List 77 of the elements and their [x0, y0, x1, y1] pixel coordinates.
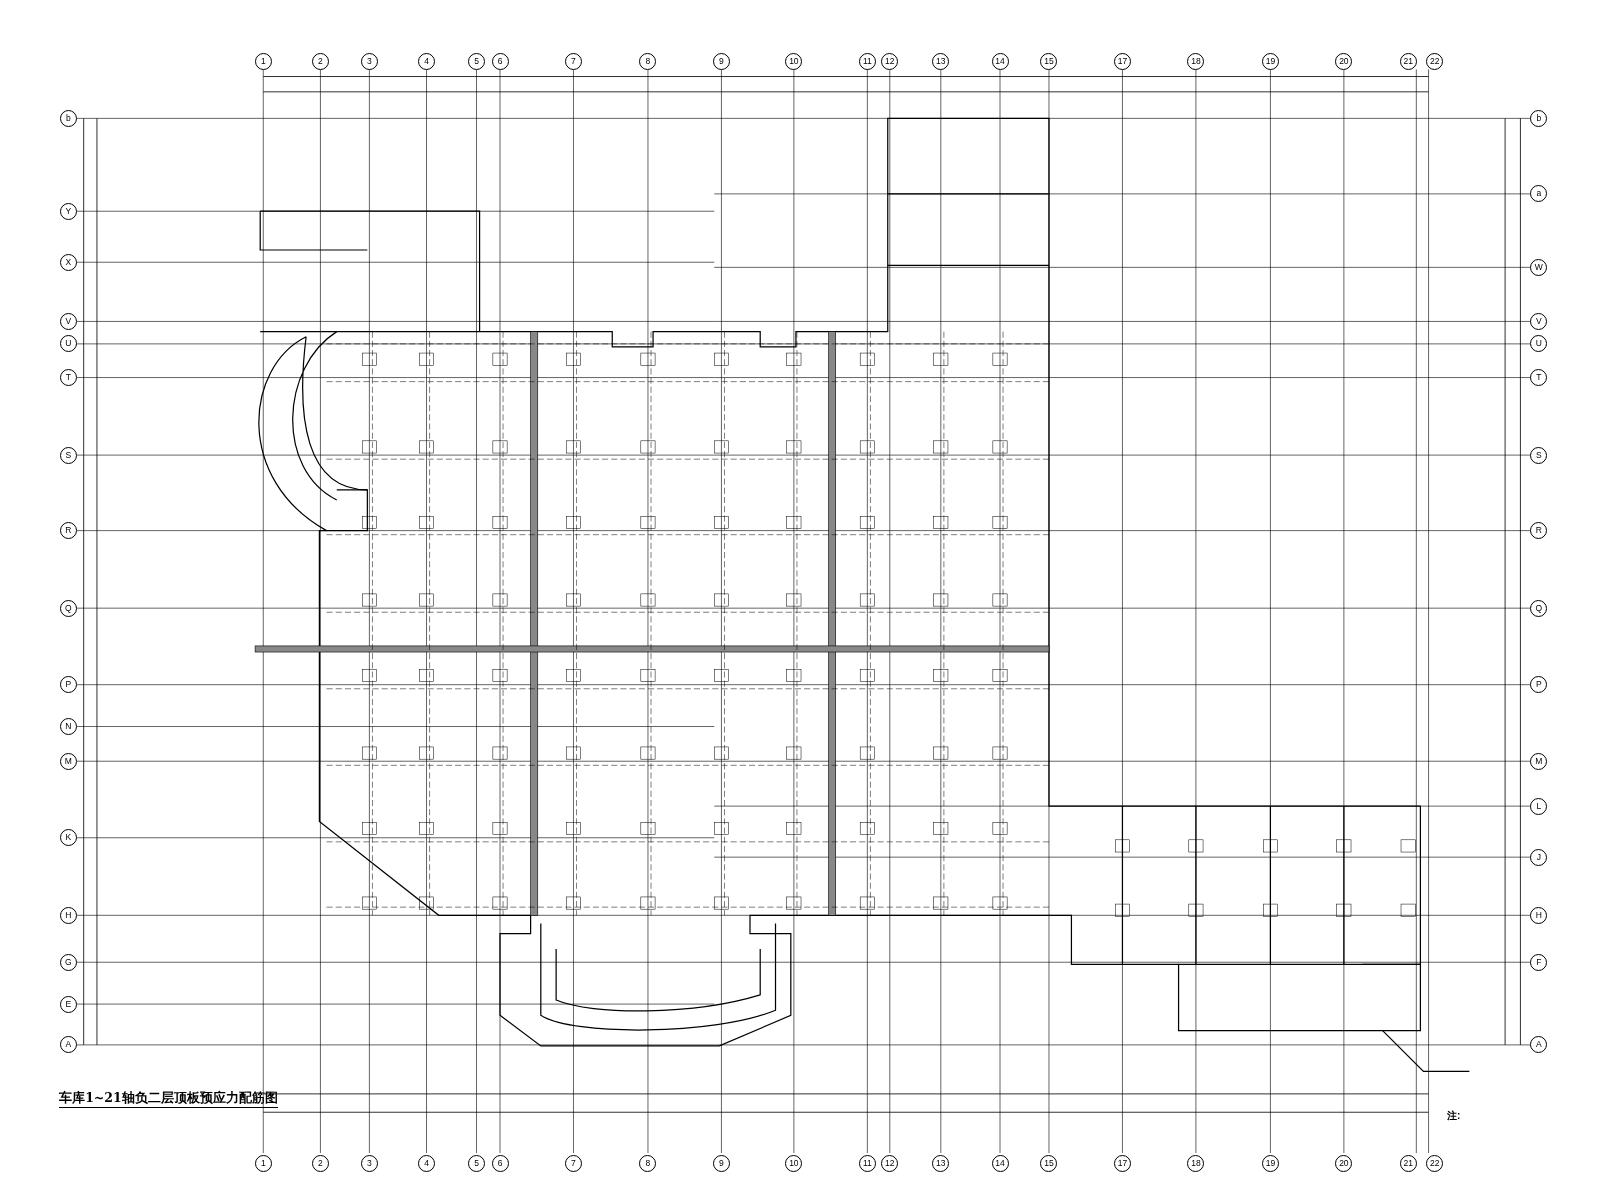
axis-label: 9 — [712, 52, 730, 70]
axis-label: 15 — [1040, 1154, 1058, 1172]
drawing-title: 车库1~21轴负二层顶板预应力配筋图 — [59, 1089, 278, 1108]
axis-label: U — [1530, 335, 1548, 353]
axis-label: P — [1530, 676, 1548, 694]
axis-label: 1 — [254, 1154, 272, 1172]
axis-label: 2 — [311, 1154, 329, 1172]
axis-label: X — [59, 253, 77, 271]
axis-label: 6 — [491, 1154, 509, 1172]
axis-label: A — [59, 1036, 77, 1054]
axis-label: 20 — [1335, 1154, 1353, 1172]
axis-label: 17 — [1113, 52, 1131, 70]
axis-label: 9 — [712, 1154, 730, 1172]
axis-label: S — [1530, 446, 1548, 464]
axis-label: 10 — [785, 52, 803, 70]
axis-label: Y — [59, 202, 77, 220]
axis-label: 1 — [254, 52, 272, 70]
axis-label: J — [1530, 848, 1548, 866]
axis-label: 13 — [932, 52, 950, 70]
axis-label: 19 — [1261, 1154, 1279, 1172]
axis-label: 2 — [311, 52, 329, 70]
axis-label: 14 — [991, 52, 1009, 70]
axis-label: 4 — [418, 1154, 435, 1172]
axis-label: 12 — [881, 52, 899, 70]
axis-label: 5 — [468, 52, 485, 70]
axis-label: T — [1530, 369, 1548, 387]
note-label: 注: — [1446, 1109, 1461, 1124]
axis-label: b — [59, 109, 77, 127]
axis-label: 8 — [639, 1154, 657, 1172]
axis-label: 12 — [881, 1154, 899, 1172]
axis-label: L — [1530, 797, 1548, 815]
axis-label: 17 — [1113, 1154, 1131, 1172]
axis-label: W — [1530, 258, 1548, 276]
axis-label: M — [1530, 752, 1548, 770]
axis-label: P — [59, 676, 77, 694]
axis-label: 21 — [1399, 1154, 1417, 1172]
axis-label: N — [59, 718, 77, 735]
axis-label: R — [1530, 522, 1548, 540]
axis-label: M — [59, 752, 77, 770]
axis-label: 20 — [1335, 52, 1353, 70]
axis-label: 18 — [1187, 1154, 1205, 1172]
axis-label: 11 — [858, 52, 876, 70]
axis-label: S — [59, 446, 77, 464]
axis-label: 10 — [785, 1154, 803, 1172]
axis-label: 4 — [418, 52, 435, 70]
axis-label: 18 — [1187, 52, 1205, 70]
axis-label: 22 — [1426, 52, 1444, 70]
axis-label: 3 — [360, 1154, 378, 1172]
axis-label: G — [59, 953, 77, 971]
axis-label: Q — [59, 599, 77, 617]
axis-label: R — [59, 522, 77, 540]
axis-label: 6 — [491, 52, 509, 70]
axis-label: F — [1530, 953, 1548, 971]
axis-label: V — [59, 312, 77, 330]
axis-label: Q — [1530, 599, 1548, 617]
axis-label: T — [59, 369, 77, 387]
axis-label: 22 — [1426, 1154, 1444, 1172]
axis-label: 13 — [932, 1154, 950, 1172]
axis-label: H — [1530, 906, 1548, 924]
axis-label: 11 — [858, 1154, 876, 1172]
axis-label: 19 — [1261, 52, 1279, 70]
axis-label: 7 — [564, 1154, 582, 1172]
axis-label: U — [59, 335, 77, 353]
axis-label: K — [59, 829, 77, 847]
axis-label: 3 — [360, 52, 378, 70]
axis-label: 15 — [1040, 52, 1058, 70]
axis-label: 14 — [991, 1154, 1009, 1172]
axis-label: H — [59, 906, 77, 924]
axis-label: 5 — [468, 1154, 485, 1172]
axis-label: b — [1530, 109, 1548, 127]
axis-label: 8 — [639, 52, 657, 70]
axis-label: V — [1530, 312, 1548, 330]
axis-label: A — [1530, 1036, 1548, 1054]
axis-label: 7 — [564, 52, 582, 70]
axis-label: E — [59, 995, 77, 1013]
axis-label: a — [1530, 185, 1548, 203]
axis-label: 21 — [1399, 52, 1417, 70]
